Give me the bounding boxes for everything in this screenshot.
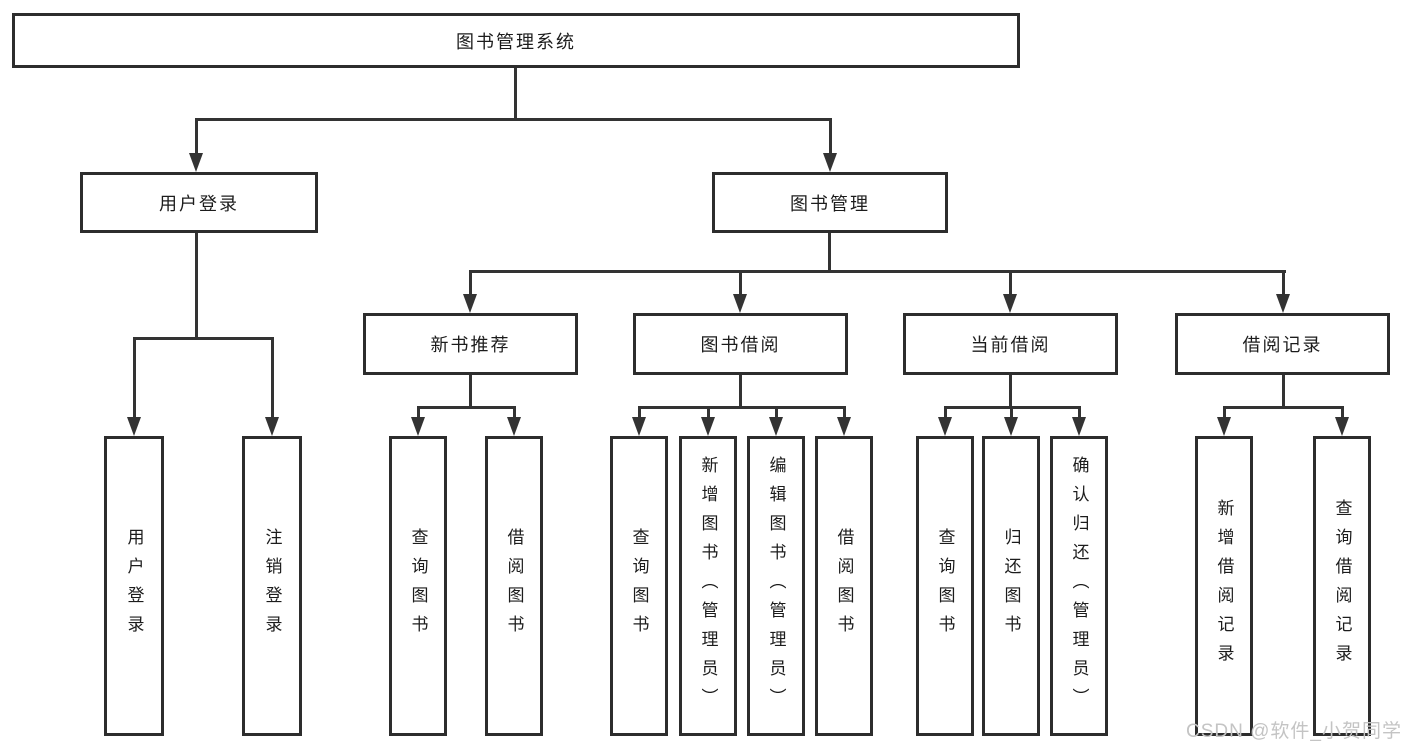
arrow-down-icon [837, 417, 851, 436]
connector-line [133, 337, 274, 340]
leaf-current-return-books: 归还图书 [982, 436, 1040, 736]
node-label: 新书推荐 [430, 335, 511, 355]
connector-line [1282, 270, 1285, 298]
connector-line [1223, 406, 1226, 422]
leaf-borrowing-edit-books-admin: 编辑图书（管理员） [747, 436, 805, 736]
arrow-down-icon [1217, 417, 1231, 436]
arrow-down-icon [411, 417, 425, 436]
leaf-logout: 注销登录 [242, 436, 302, 736]
arrow-down-icon [1004, 417, 1018, 436]
connector-line [513, 406, 516, 422]
connector-line [638, 406, 641, 422]
node-label: 查询图书 [935, 528, 955, 644]
connector-line [1223, 406, 1343, 409]
node-label: 当前借阅 [970, 335, 1051, 355]
leaf-user-login: 用户登录 [104, 436, 164, 736]
node-label: 图书管理 [790, 193, 870, 214]
leaf-borrowing-query-books: 查询图书 [610, 436, 668, 736]
connector-line [195, 118, 832, 121]
connector-line [1009, 270, 1012, 298]
node-label: 查询图书 [408, 528, 428, 644]
node-user-login: 用户登录 [80, 172, 318, 233]
connector-line [1010, 406, 1013, 422]
arrow-down-icon [938, 417, 952, 436]
connector-line [195, 233, 198, 340]
connector-line [271, 337, 274, 422]
node-label: 归还图书 [1001, 528, 1021, 644]
arrow-down-icon [1003, 294, 1017, 313]
connector-line [417, 406, 420, 422]
connector-line [469, 270, 472, 298]
connector-line [739, 375, 742, 408]
connector-line [775, 406, 778, 422]
connector-line [195, 118, 198, 158]
node-label: 用户登录 [124, 528, 144, 644]
arrow-down-icon [463, 294, 477, 313]
connector-line [1282, 375, 1285, 408]
arrow-down-icon [769, 417, 783, 436]
connector-line [1078, 406, 1081, 422]
connector-line [1341, 406, 1344, 422]
arrow-down-icon [733, 294, 747, 313]
connector-line [133, 337, 136, 422]
node-label: 借阅记录 [1242, 335, 1323, 355]
leaf-recommend-query-books: 查询图书 [389, 436, 447, 736]
leaf-current-confirm-return-admin: 确认归还（管理员） [1050, 436, 1108, 736]
arrow-down-icon [1276, 294, 1290, 313]
arrow-down-icon [1335, 417, 1349, 436]
arrow-down-icon [265, 417, 279, 436]
node-new-book-recommend: 新书推荐 [363, 313, 578, 375]
leaf-current-query-books: 查询图书 [916, 436, 974, 736]
node-book-borrowing: 图书借阅 [633, 313, 848, 375]
leaf-borrowing-borrow-books: 借阅图书 [815, 436, 873, 736]
arrow-down-icon [701, 417, 715, 436]
connector-line [638, 406, 846, 409]
arrow-down-icon [1072, 417, 1086, 436]
node-label: 借阅图书 [834, 528, 854, 644]
arrow-down-icon [507, 417, 521, 436]
node-label: 查询图书 [629, 528, 649, 644]
connector-line [843, 406, 846, 422]
node-label: 确认归还（管理员） [1069, 455, 1089, 717]
connector-line [707, 406, 710, 422]
leaf-borrowing-add-books-admin: 新增图书（管理员） [679, 436, 737, 736]
connector-line [514, 66, 517, 120]
node-label: 借阅图书 [504, 528, 524, 644]
connector-line [417, 406, 516, 409]
node-label: 查询借阅记录 [1332, 499, 1352, 673]
node-library-management-system: 图书管理系统 [12, 13, 1020, 68]
node-label: 用户登录 [159, 193, 239, 214]
node-label: 注销登录 [262, 528, 282, 644]
node-label: 图书借阅 [700, 335, 781, 355]
leaf-records-query-borrow-record: 查询借阅记录 [1313, 436, 1371, 736]
node-label: 图书管理系统 [456, 31, 576, 52]
arrow-down-icon [189, 153, 203, 172]
arrow-down-icon [632, 417, 646, 436]
node-label: 新增图书（管理员） [698, 455, 718, 717]
node-borrow-records: 借阅记录 [1175, 313, 1390, 375]
node-book-management: 图书管理 [712, 172, 948, 233]
arrow-down-icon [823, 153, 837, 172]
connector-line [944, 406, 947, 422]
connector-line [829, 118, 832, 158]
connector-line [469, 270, 1286, 273]
connector-line [1009, 375, 1012, 408]
leaf-records-add-borrow-record: 新增借阅记录 [1195, 436, 1253, 736]
connector-line [469, 375, 472, 408]
node-label: 新增借阅记录 [1214, 499, 1234, 673]
leaf-recommend-borrow-books: 借阅图书 [485, 436, 543, 736]
connector-line [739, 270, 742, 298]
node-label: 编辑图书（管理员） [766, 455, 786, 717]
connector-line [828, 233, 831, 272]
arrow-down-icon [127, 417, 141, 436]
node-current-borrowing: 当前借阅 [903, 313, 1118, 375]
